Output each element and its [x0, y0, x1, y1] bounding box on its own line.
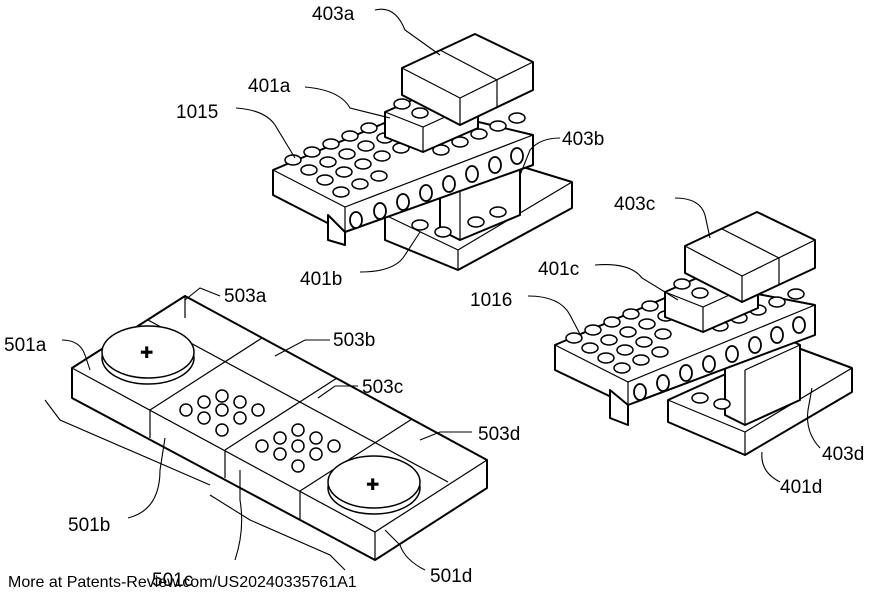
label-403d: 403d [822, 444, 864, 465]
brick-403a [401, 33, 534, 126]
label-503a: 503a [224, 286, 267, 307]
label-501a: 501a [4, 335, 47, 356]
tile-strip: ✚ ✚ [44, 295, 488, 571]
assembly-top [272, 33, 573, 271]
label-401b: 401b [300, 269, 342, 290]
source-footer: More at Patents-Review.com/US20240335761… [8, 574, 357, 591]
label-403c: 403c [614, 194, 655, 215]
svg-text:✚: ✚ [140, 345, 153, 362]
brick-403c [684, 211, 816, 303]
label-401a: 401a [248, 76, 291, 97]
label-501b: 501b [68, 515, 110, 536]
label-1015: 1015 [176, 102, 218, 123]
label-403b: 403b [562, 129, 604, 150]
label-1016: 1016 [470, 290, 512, 311]
label-501d: 501d [430, 566, 472, 587]
label-501c: 501c [152, 570, 193, 591]
beam-plate-1016 [554, 282, 816, 426]
label-401c: 401c [538, 259, 579, 280]
studs-right-plate [565, 288, 805, 410]
label-403a: 403a [312, 4, 355, 25]
label-503d: 503d [478, 424, 520, 445]
leader-lines [61, 8, 821, 571]
stud-grid-501c [255, 423, 341, 473]
label-401d: 401d [780, 477, 822, 498]
reference-labels: 403a 401a 1015 403b 401b 403c 401c 1016 … [4, 4, 864, 591]
beam-plate-1015 [272, 107, 534, 246]
label-503b: 503b [333, 330, 375, 351]
label-503c: 503c [362, 377, 403, 398]
stud-grid-501b [179, 389, 265, 437]
svg-text:✚: ✚ [366, 477, 379, 494]
assembly-right [554, 211, 853, 456]
